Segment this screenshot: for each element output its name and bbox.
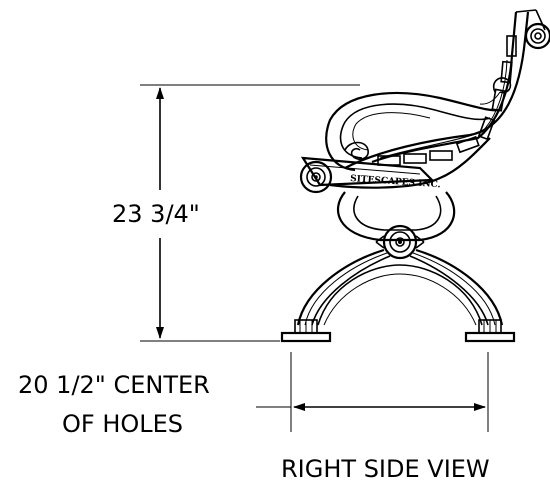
upper-scroll (492, 77, 512, 94)
arm-loop-inner (339, 103, 491, 159)
leg-arch-inner (323, 273, 477, 326)
width-dimension: 20 1/2" CENTER OF HOLES (18, 352, 489, 438)
back-slat-4 (506, 35, 517, 57)
seat-rail (329, 137, 491, 189)
right-leg-detail (412, 252, 496, 326)
height-dimension: 23 3/4" (112, 84, 360, 342)
arm-rosette (299, 160, 333, 194)
width-dimension-label-line2: OF HOLES (62, 410, 183, 438)
arm-loop-outer (325, 91, 501, 172)
right-leg-inner (409, 255, 489, 326)
back-post-outer (344, 11, 530, 169)
leg-arch (317, 264, 483, 326)
width-dimension-label-line1: 20 1/2" CENTER (18, 371, 210, 399)
left-foot (280, 319, 332, 343)
arm-loop-detail (352, 112, 431, 151)
left-leg-detail (304, 252, 388, 326)
seat-slat-4 (455, 135, 480, 154)
back-post-inner (371, 11, 518, 164)
back-slat-2 (491, 88, 506, 112)
arm-rest-bar-detail (309, 164, 421, 175)
height-dimension-label: 23 3/4" (112, 200, 200, 228)
back-slat-1 (477, 116, 496, 141)
view-label: RIGHT SIDE VIEW (281, 455, 490, 483)
seat-slat-2 (403, 153, 427, 164)
center-rosette (375, 224, 425, 260)
seat-slat-3 (429, 150, 453, 161)
back-post-cap-side (535, 9, 546, 31)
arm-rest-bar (300, 156, 435, 187)
back-post-cap (515, 9, 537, 13)
right-foot (464, 319, 516, 343)
left-leg-inner (311, 255, 391, 326)
left-leg-outer (296, 248, 385, 326)
waist-loop-inner (353, 195, 442, 231)
back-slat-3 (500, 60, 513, 84)
right-leg-outer (415, 248, 504, 326)
bench-end-frame: SITESCAPES INC. (280, 9, 550, 343)
back-rosette (524, 22, 550, 50)
upper-scroll-tail (479, 91, 501, 105)
back-post-detail (379, 59, 508, 159)
inner-scroll (344, 141, 369, 160)
